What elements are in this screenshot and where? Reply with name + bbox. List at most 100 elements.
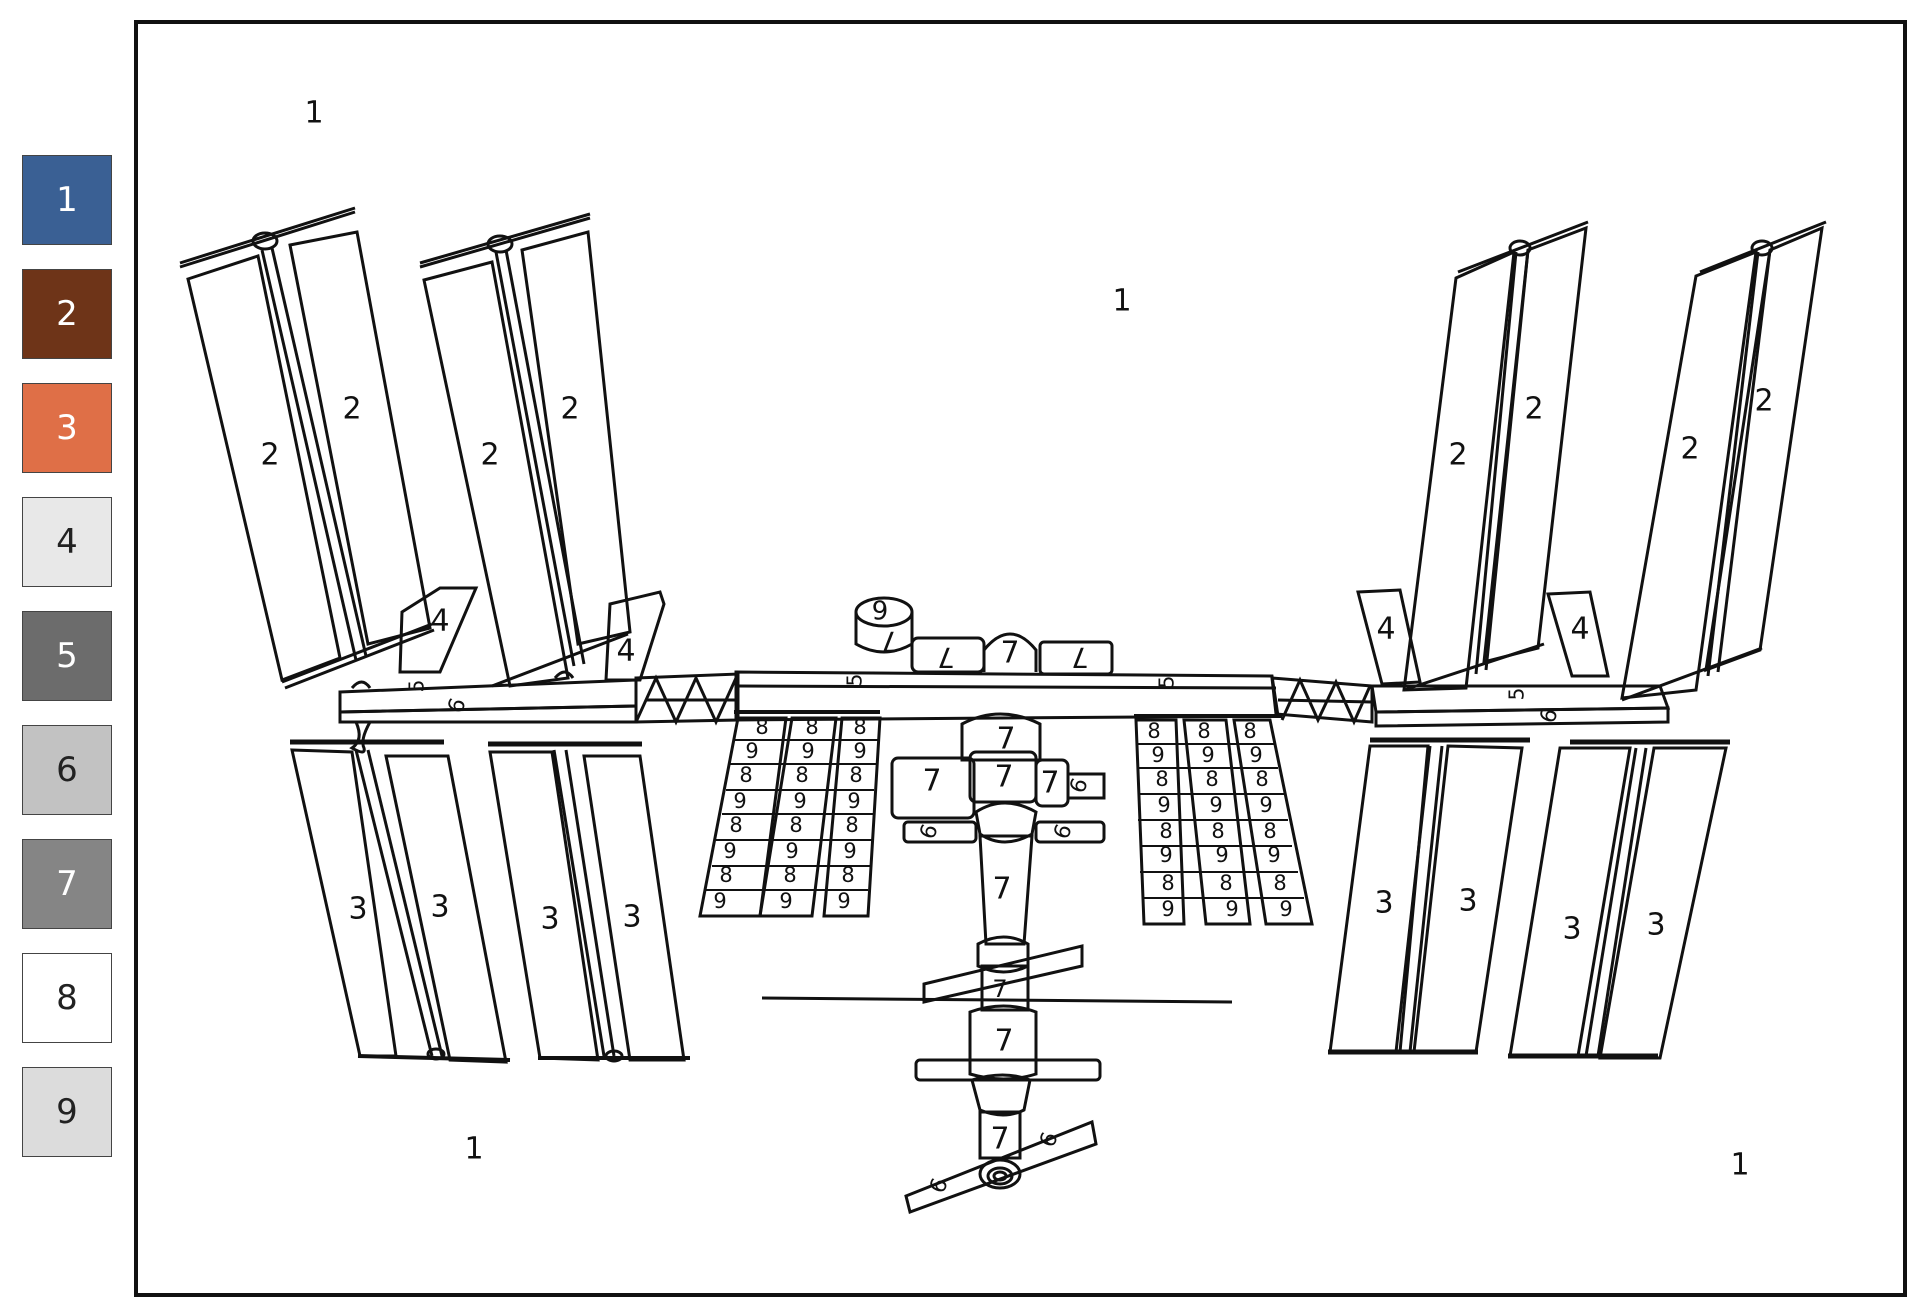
swatch-6[interactable]: 6 xyxy=(22,725,112,815)
panel-label: 3 xyxy=(1562,912,1581,947)
grid-label: 9 xyxy=(843,839,856,863)
grid-label: 8 xyxy=(805,715,818,739)
panel-label: 3 xyxy=(1374,886,1393,921)
radiator-right-1[interactable] xyxy=(1356,588,1422,686)
module-label: 7 xyxy=(922,764,941,799)
radiator-left-2[interactable] xyxy=(604,590,666,682)
grid-label: 8 xyxy=(849,763,862,787)
truss-label: 5 xyxy=(1505,688,1529,701)
grid-label: 8 xyxy=(853,715,866,739)
radiator-grid-left xyxy=(698,710,882,918)
grid-label: 9 xyxy=(1209,793,1222,817)
swatch-2[interactable]: 2 xyxy=(22,269,112,359)
panel-lower-left-2[interactable] xyxy=(384,754,508,1064)
panel-label: 3 xyxy=(1646,908,1665,943)
module-label: 7 xyxy=(1000,636,1019,671)
grid-label: 9 xyxy=(1215,843,1228,867)
grid-label: 8 xyxy=(845,813,858,837)
solar-wing-3[interactable] xyxy=(904,1119,1098,1214)
panel-upper-right-3[interactable] xyxy=(1620,249,1758,700)
solar-wing-1[interactable] xyxy=(922,944,1084,1004)
panel-label: 3 xyxy=(430,890,449,925)
upper-left-solar-arrays xyxy=(179,206,632,690)
grid-label: 8 xyxy=(719,863,732,887)
module-label: 7 xyxy=(992,872,1011,907)
six-label: 6 xyxy=(1065,775,1093,797)
grid-label: 9 xyxy=(1267,843,1280,867)
swatch-7[interactable]: 7 xyxy=(22,839,112,929)
radiator-label: 4 xyxy=(430,604,449,639)
grid-label: 9 xyxy=(1159,843,1172,867)
six-label: 6 xyxy=(443,695,471,717)
grid-label: 9 xyxy=(1201,743,1214,767)
panel-upper-right-2[interactable] xyxy=(1482,225,1588,664)
panel-label: 2 xyxy=(560,392,579,427)
grid-label: 9 xyxy=(853,739,866,763)
grid-label: 9 xyxy=(1151,743,1164,767)
panel-upper-left-2[interactable] xyxy=(288,230,432,646)
module-label: 7 xyxy=(992,975,1007,1003)
panel-upper-left-3[interactable] xyxy=(422,260,570,688)
grid-label: 8 xyxy=(1255,767,1268,791)
docking-port[interactable] xyxy=(978,1158,1022,1190)
radiator-right-2[interactable] xyxy=(1546,590,1610,678)
long-module[interactable] xyxy=(978,834,1034,946)
swatch-1[interactable]: 1 xyxy=(22,155,112,245)
panel-label: 2 xyxy=(480,438,499,473)
grid-label: 9 xyxy=(713,889,726,913)
left-truss xyxy=(338,670,740,726)
grid-label: 9 xyxy=(837,889,850,913)
module-label: 7 xyxy=(990,1122,1009,1157)
radiator-label: 4 xyxy=(1570,612,1589,647)
panel-label: 2 xyxy=(342,392,361,427)
panel-upper-left-4[interactable] xyxy=(520,230,632,646)
grid-label: 9 xyxy=(785,839,798,863)
space-label: 1 xyxy=(1730,1148,1749,1183)
grid-label: 8 xyxy=(1161,871,1174,895)
grid-label: 9 xyxy=(1225,897,1238,921)
swatch-5[interactable]: 5 xyxy=(22,611,112,701)
grid-label: 9 xyxy=(847,789,860,813)
swatch-8[interactable]: 8 xyxy=(22,953,112,1043)
six-label: 6 xyxy=(915,821,943,843)
module-label: 7 xyxy=(1071,641,1089,674)
truss-label: 5 xyxy=(405,680,429,693)
node-module[interactable] xyxy=(960,712,1042,762)
module-label: 7 xyxy=(994,1024,1013,1059)
module-label: 7 xyxy=(881,625,899,658)
upper-right-solar-arrays xyxy=(1402,220,1827,702)
grid-label: 8 xyxy=(755,715,768,739)
six-label: 6 xyxy=(1049,821,1077,843)
grid-label: 8 xyxy=(1147,719,1160,743)
swatch-9[interactable]: 9 xyxy=(22,1067,112,1157)
side-module-left[interactable] xyxy=(890,756,976,820)
grid-label: 8 xyxy=(1219,871,1232,895)
panel-label: 3 xyxy=(540,902,559,937)
panel-label: 3 xyxy=(622,900,641,935)
solar-wing-2[interactable] xyxy=(914,1058,1102,1082)
grid-label: 9 xyxy=(745,739,758,763)
grid-label: 9 xyxy=(723,839,736,863)
radiator-label: 4 xyxy=(1376,612,1395,647)
module-label: 7 xyxy=(996,722,1015,757)
panel-upper-right-1[interactable] xyxy=(1402,249,1516,692)
grid-label: 8 xyxy=(1155,767,1168,791)
grid-label: 9 xyxy=(801,739,814,763)
radiator-label: 4 xyxy=(616,634,635,669)
grid-label: 9 xyxy=(1259,793,1272,817)
panel-label: 3 xyxy=(1458,884,1477,919)
lower-left-solar-arrays xyxy=(290,721,690,1064)
module-label: 7 xyxy=(994,760,1013,795)
radiator-left-1[interactable] xyxy=(398,586,479,674)
swatch-3[interactable]: 3 xyxy=(22,383,112,473)
six-label: 6 xyxy=(872,594,889,624)
grid-label: 8 xyxy=(1205,767,1218,791)
panel-lower-right-4[interactable] xyxy=(1598,746,1728,1060)
grid-label: 8 xyxy=(1211,819,1224,843)
swatch-4[interactable]: 4 xyxy=(22,497,112,587)
grid-label: 9 xyxy=(1249,743,1262,767)
panel-label: 2 xyxy=(1448,438,1467,473)
grid-label: 8 xyxy=(1273,871,1286,895)
module-label-extra: 7 xyxy=(990,1262,1009,1297)
